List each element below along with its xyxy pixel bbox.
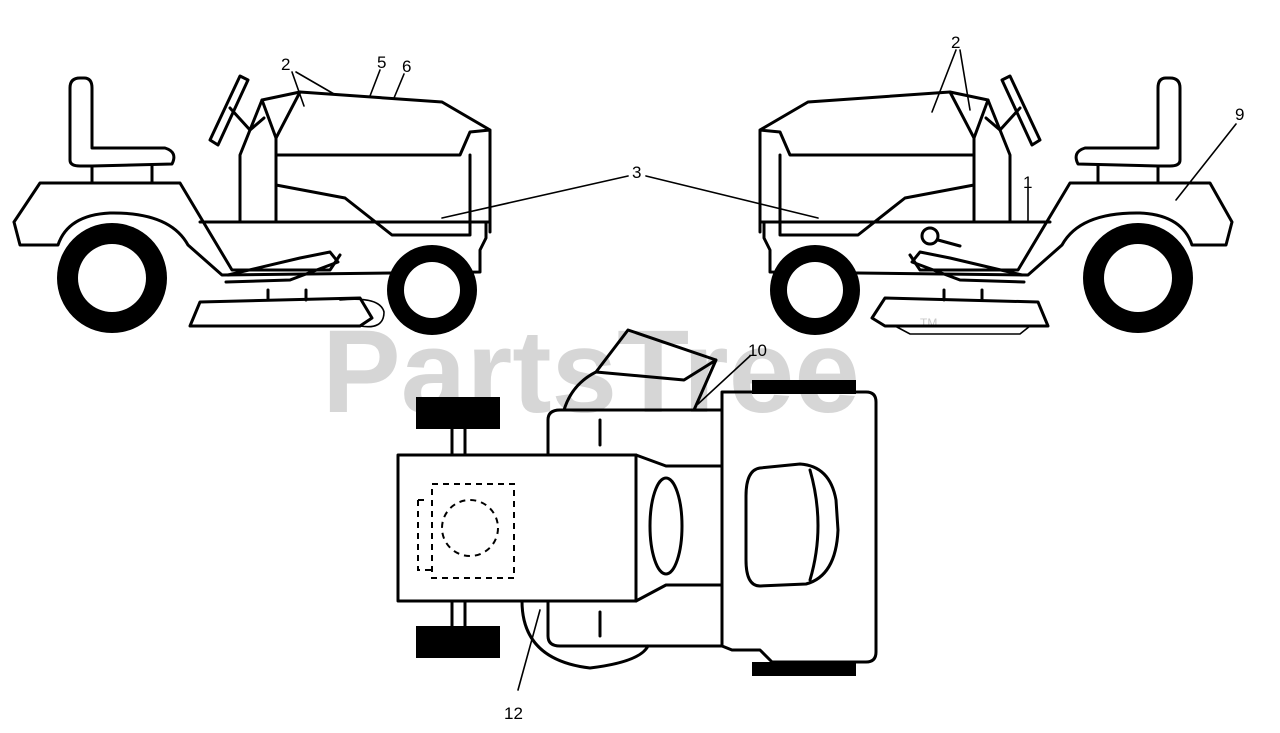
seat-back bbox=[68, 76, 176, 168]
callout-top-12: 12 bbox=[504, 704, 523, 723]
front-wheel-hub-right bbox=[787, 262, 843, 318]
top-hood bbox=[396, 453, 638, 603]
steering-wheel bbox=[208, 74, 266, 147]
callout-center-3: 3 bbox=[632, 163, 641, 182]
mower-right-side-view bbox=[758, 74, 1234, 335]
leader-right-9 bbox=[1175, 123, 1237, 201]
lift-lever bbox=[936, 238, 962, 248]
lift-lever-knob bbox=[920, 226, 940, 246]
front-wheel-hub bbox=[404, 262, 460, 318]
rear-wheel-hub-right bbox=[1104, 244, 1172, 312]
top-dash bbox=[634, 453, 724, 603]
top-fender-frame bbox=[546, 408, 724, 648]
watermark-trademark: TM bbox=[920, 316, 937, 330]
steering-wheel-top bbox=[648, 476, 684, 576]
callout-left-2: 2 bbox=[281, 55, 290, 74]
leader-top-10 bbox=[697, 355, 751, 405]
mower-left-side-view bbox=[12, 74, 492, 335]
seat-post bbox=[90, 164, 154, 185]
callout-left-5: 5 bbox=[377, 53, 386, 72]
callout-left-6: 6 bbox=[402, 57, 411, 76]
leader-left-6 bbox=[393, 73, 405, 99]
rear-wheel-hub bbox=[78, 244, 146, 312]
lower-hood-right bbox=[778, 153, 976, 237]
engine-outline bbox=[417, 483, 515, 579]
seat-top bbox=[744, 462, 840, 588]
leader-left-2 bbox=[291, 71, 335, 107]
hood bbox=[274, 90, 492, 224]
deck-edge-top bbox=[520, 599, 650, 670]
steering-wheel-right bbox=[984, 74, 1042, 147]
leader-right-2 bbox=[931, 49, 971, 113]
seat-post-right bbox=[1096, 164, 1160, 185]
deck-guard-right bbox=[894, 325, 1031, 335]
rear-body bbox=[720, 390, 878, 664]
callout-leaders bbox=[291, 49, 1237, 691]
rear-fender-right bbox=[762, 181, 1234, 277]
watermark-text: PartsTree bbox=[322, 306, 860, 438]
front-axle-stubs bbox=[450, 427, 467, 628]
leader-center-3 bbox=[441, 175, 819, 219]
callout-right-1: 1 bbox=[1023, 173, 1032, 192]
foot-platform bbox=[224, 250, 340, 284]
chassis-frame-right bbox=[758, 90, 1052, 234]
seat-back-top bbox=[808, 468, 820, 582]
lower-hood bbox=[274, 153, 472, 237]
seat-back-right bbox=[1074, 76, 1182, 168]
callout-top-10: 10 bbox=[748, 341, 767, 360]
front-left-tire bbox=[416, 397, 500, 429]
foot-platform-right bbox=[910, 250, 1026, 284]
rear-fender bbox=[12, 181, 488, 277]
rear-right-tire bbox=[752, 662, 856, 676]
mower-deck bbox=[188, 288, 374, 328]
discharge-chute bbox=[339, 298, 385, 328]
leader-left-5 bbox=[369, 69, 381, 97]
mower-top-view bbox=[396, 328, 878, 676]
chassis-frame bbox=[198, 90, 492, 234]
chute-top bbox=[562, 328, 718, 412]
engine-pulley-outline bbox=[441, 499, 499, 557]
hood-right bbox=[758, 90, 976, 224]
front-right-tire bbox=[416, 626, 500, 658]
callout-numbers: 2 5 6 3 2 1 9 10 12 bbox=[281, 33, 1244, 723]
leader-top-12 bbox=[517, 609, 541, 691]
mower-deck-right bbox=[870, 288, 1050, 328]
callout-right-2: 2 bbox=[951, 33, 960, 52]
callout-right-9: 9 bbox=[1235, 105, 1244, 124]
